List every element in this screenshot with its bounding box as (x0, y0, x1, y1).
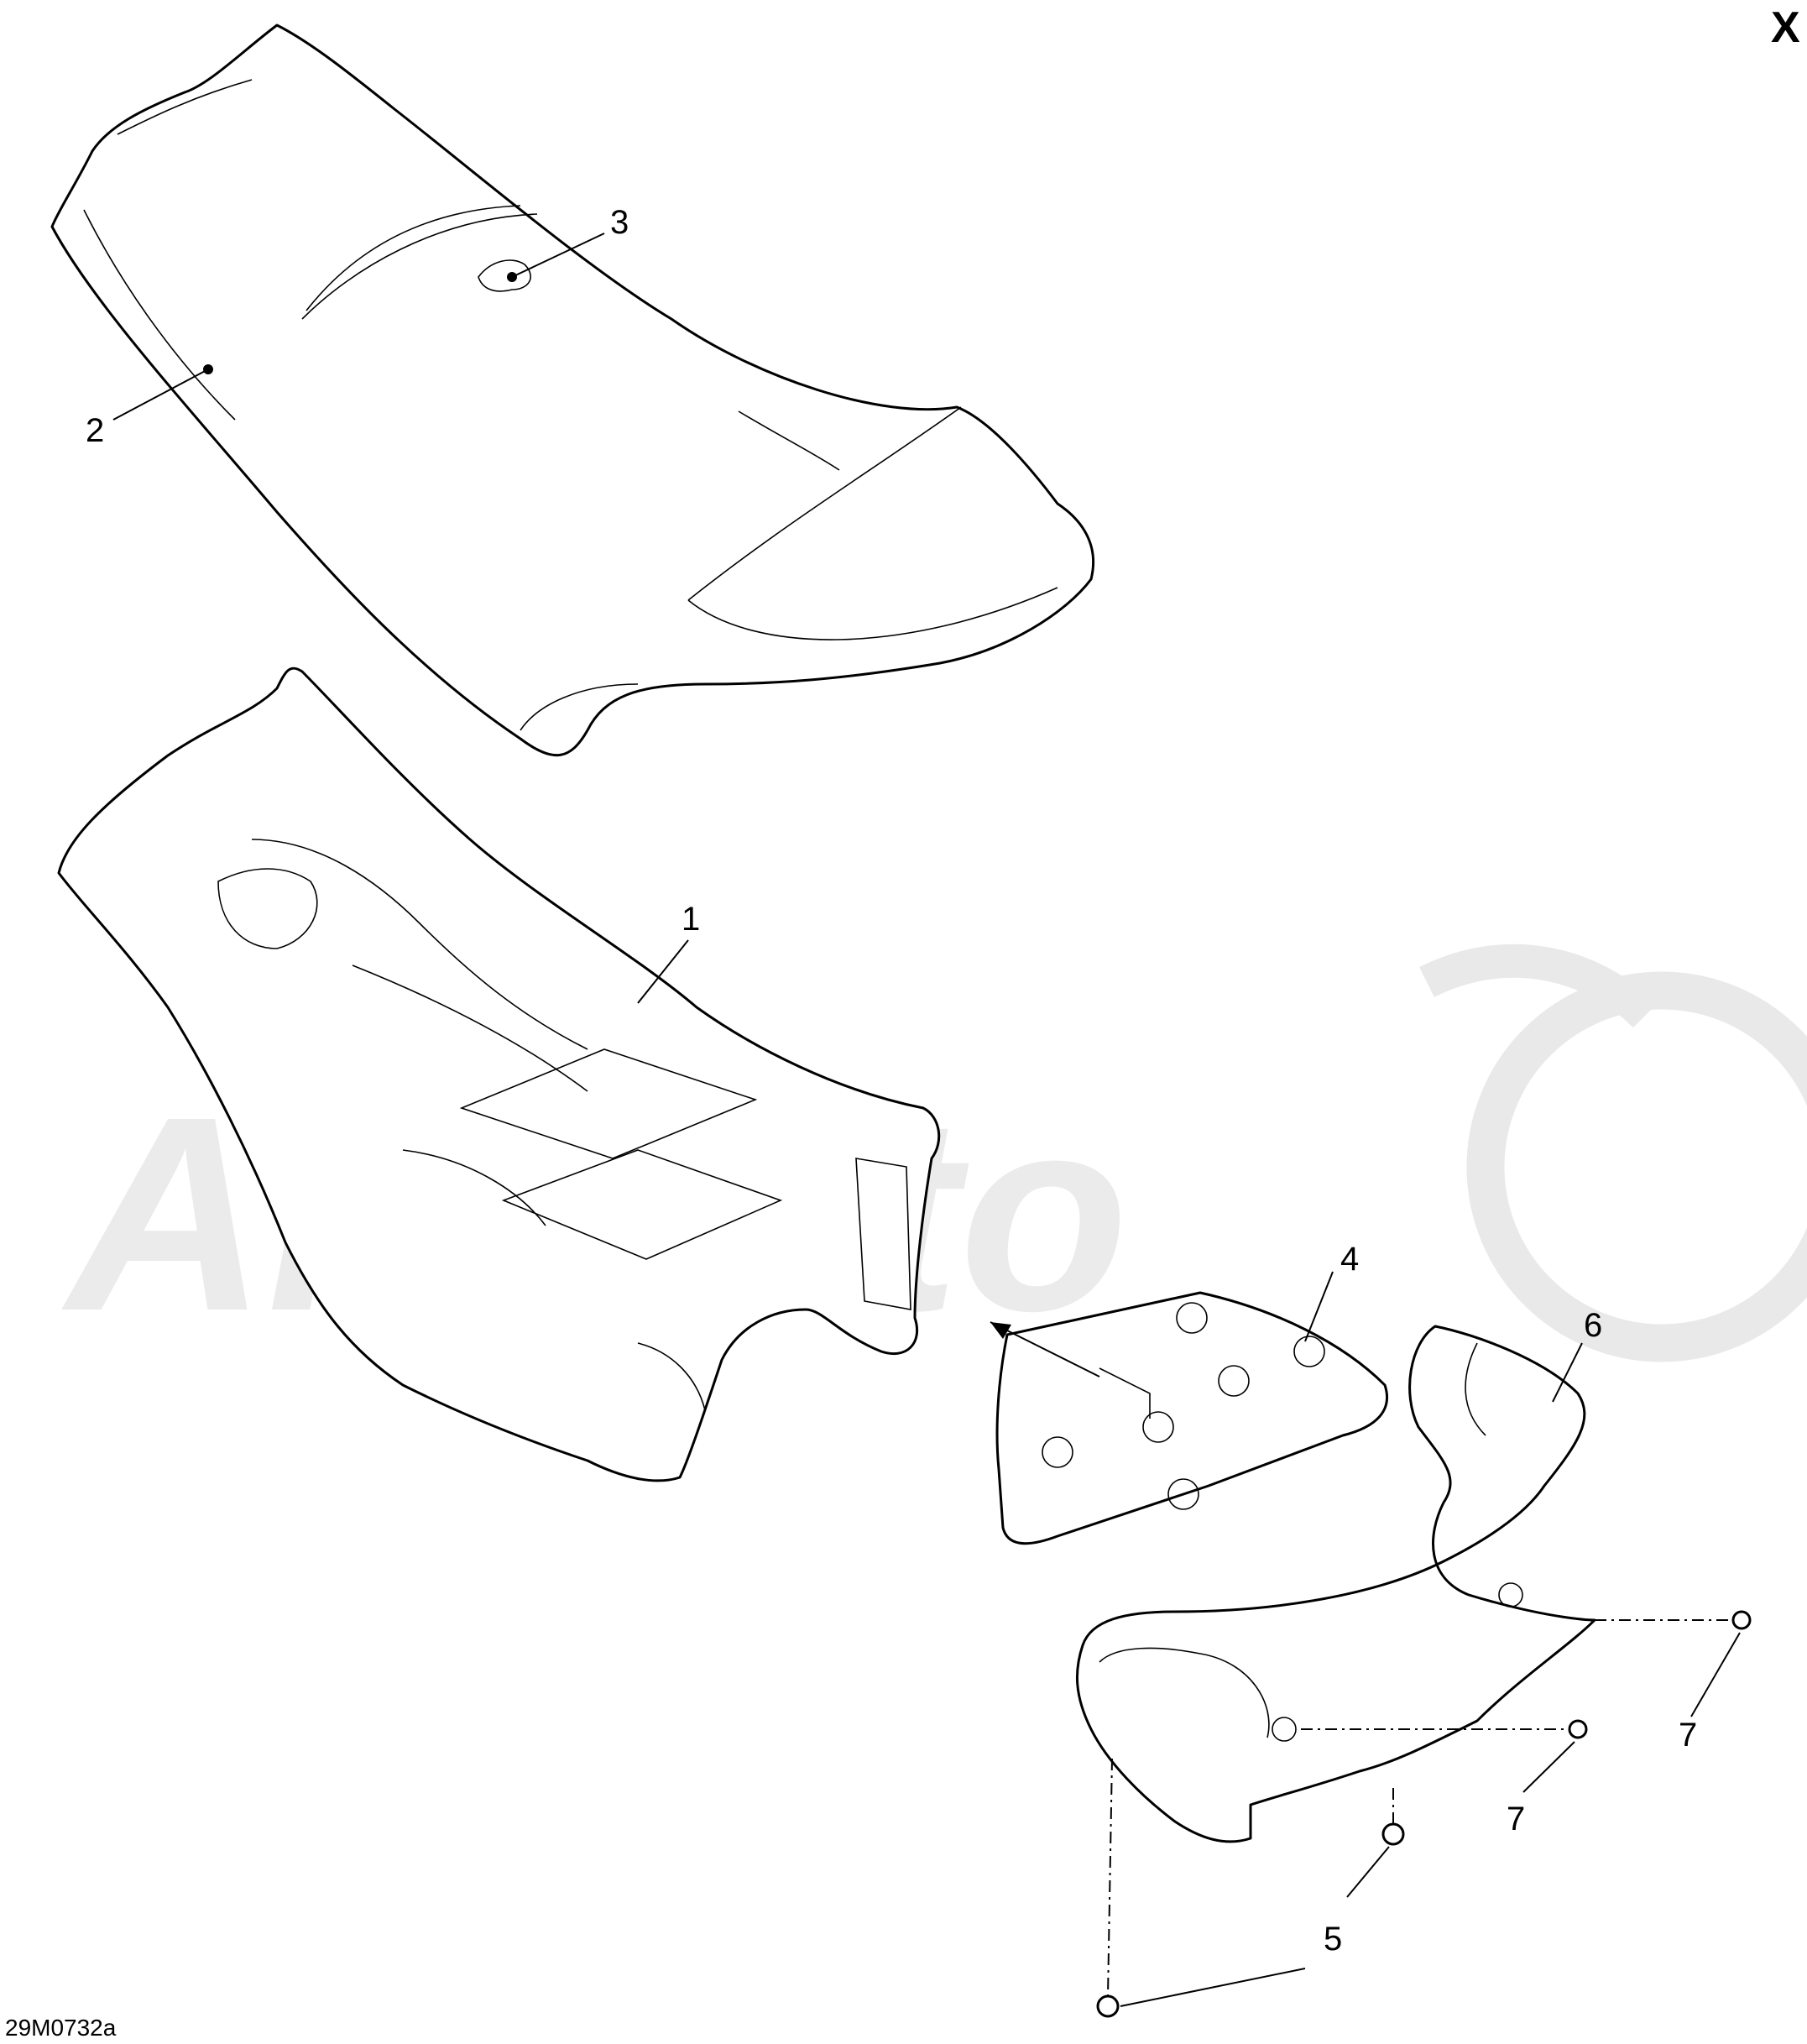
plate-part-4 (995, 1291, 1389, 1545)
callout-7-upper: 7 (1679, 1717, 1697, 1754)
arrow-head (990, 1322, 1011, 1339)
assembly-lines (990, 1321, 1733, 1997)
callout-labels: 1 2 3 4 5 6 7 7 (86, 204, 1697, 1958)
watermark-wheel (1466, 971, 1807, 1362)
screw-icon (1568, 1719, 1588, 1739)
callout-4: 4 (1340, 1241, 1359, 1278)
callout-2: 2 (86, 412, 104, 449)
leader-lines (112, 233, 1741, 2007)
grab-handle-part-6 (1076, 1325, 1596, 1843)
seat-part-2 (50, 24, 1095, 757)
screw-icon (1731, 1610, 1752, 1630)
callout-5: 5 (1324, 1921, 1342, 1958)
nut-icon (1096, 1994, 1120, 2018)
callout-3: 3 (610, 204, 629, 241)
nut-icon (1381, 1822, 1405, 1846)
fasteners (1096, 1610, 1752, 2018)
frame-part-1 (57, 667, 941, 1482)
corner-label: X (1771, 3, 1800, 52)
callout-7-lower: 7 (1507, 1801, 1525, 1838)
callout-6: 6 (1584, 1307, 1602, 1344)
callout-1: 1 (682, 901, 700, 938)
drawing-code: 29M0732a (5, 2015, 117, 2041)
